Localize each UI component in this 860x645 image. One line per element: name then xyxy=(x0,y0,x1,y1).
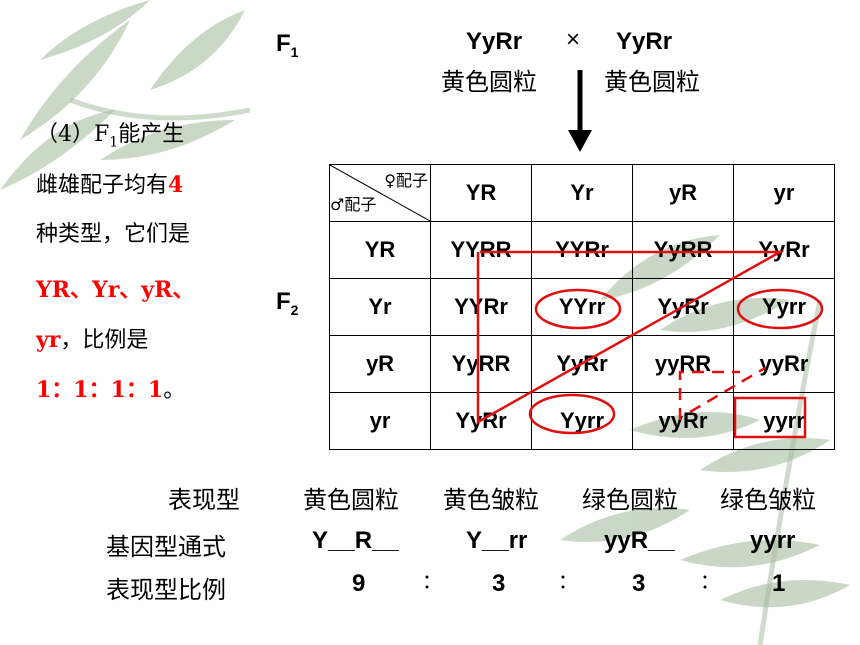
note-line-3: 种类型，它们是 xyxy=(36,222,191,247)
row-header: yr xyxy=(329,392,431,450)
note-line-6: 1：1：1：1。 xyxy=(36,377,186,403)
down-arrow-icon xyxy=(568,70,592,152)
note-line-5: yr，比例是 xyxy=(36,327,149,353)
genotype-cell: YyRR xyxy=(430,335,532,393)
note-line-4: YR、Yr、yR、 xyxy=(36,277,195,303)
yellow-round-triangle xyxy=(476,250,785,425)
genotype-cell: Yyrr xyxy=(531,392,633,450)
yyrr-circle-2 xyxy=(736,288,824,330)
yyrr-circle-3 xyxy=(528,393,616,435)
genotype-cell: yyrr xyxy=(733,392,835,450)
genotype-cell: Yyrr xyxy=(733,278,835,336)
yyrr-circle-1 xyxy=(534,288,622,330)
note-line-1: （4）F1能产生 xyxy=(36,122,185,151)
genotype-cell: YYRr xyxy=(531,221,633,279)
f1-parent-left: YyRr xyxy=(466,28,523,55)
table-header-row: ♀配子 ♂配子 YR Yr yR yr xyxy=(329,164,835,222)
ratio-1: 9 xyxy=(352,570,366,597)
genotype-cell: YYRR xyxy=(430,221,532,279)
punnett-square: ♀配子 ♂配子 YR Yr yR yr YR YYRR YYRr YyRR Yy… xyxy=(329,164,835,450)
ratio-colon-1: ： xyxy=(422,569,442,593)
genotype-formula-1: Y__R__ xyxy=(312,527,399,554)
row-header: yR xyxy=(329,335,431,393)
ratio-3: 3 xyxy=(632,570,646,597)
genotype-formula-label: 基因型通式 xyxy=(106,533,226,561)
phenotype-2: 黄色皱粒 xyxy=(443,486,539,514)
ratio-label: 表现型比例 xyxy=(106,576,226,604)
phenotype-3: 绿色圆粒 xyxy=(582,486,678,514)
f1-phenotype-right: 黄色圆粒 xyxy=(604,68,700,96)
cross-symbol: × xyxy=(566,26,581,53)
table-row: yr YyRr Yyrr yyRr yyrr xyxy=(329,392,835,450)
col-header: Yr xyxy=(531,164,633,222)
phenotype-1: 黄色圆粒 xyxy=(303,486,399,514)
f1-label: F1 xyxy=(276,30,299,60)
corner-cell: ♀配子 ♂配子 xyxy=(329,164,431,222)
phenotype-label: 表现型 xyxy=(168,486,240,514)
genotype-formula-4: yyrr xyxy=(750,527,796,554)
corner-diagonal xyxy=(330,165,430,221)
genotype-formula-2: Y__rr xyxy=(466,527,528,554)
yyrr-box xyxy=(733,396,807,439)
genotype-formula-3: yyR__ xyxy=(604,527,675,554)
ratio-colon-2: ： xyxy=(558,569,578,593)
f2-label: F2 xyxy=(276,288,299,318)
green-round-marker-2 xyxy=(689,366,766,414)
phenotype-4: 绿色皱粒 xyxy=(720,486,816,514)
genotype-cell: yyRr xyxy=(632,392,734,450)
ratio-4: 1 xyxy=(772,570,786,597)
note-line-2: 雌雄配子均有4 xyxy=(36,172,184,198)
f1-parent-right: YyRr xyxy=(616,28,673,55)
ratio-colon-3: ： xyxy=(700,569,720,593)
genotype-cell: yyRr xyxy=(733,335,835,393)
table-row: YR YYRR YYRr YyRR YyRr xyxy=(329,221,835,279)
f1-phenotype-left: 黄色圆粒 xyxy=(441,68,537,96)
ratio-2: 3 xyxy=(492,570,506,597)
female-gamete-label: ♀配子 xyxy=(384,171,428,190)
green-round-marker-1 xyxy=(678,370,740,420)
male-gamete-label: ♂配子 xyxy=(330,195,377,214)
table-row: Yr YYRr YYrr YyRr Yyrr xyxy=(329,278,835,336)
